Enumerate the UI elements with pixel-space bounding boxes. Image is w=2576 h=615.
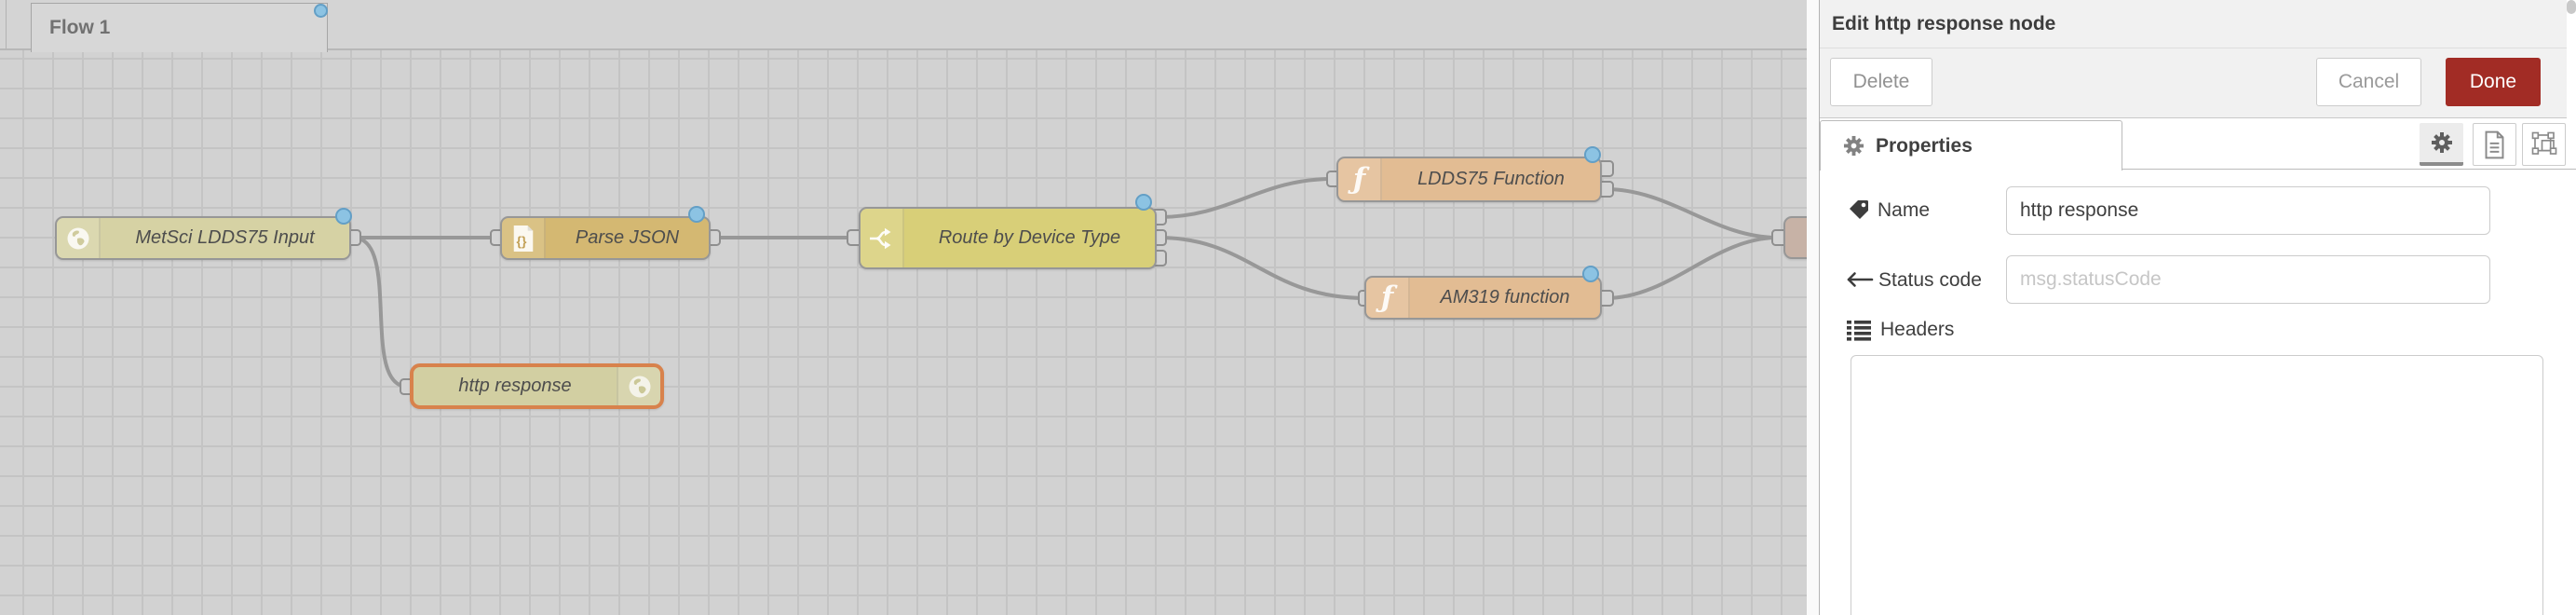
appearance-tool-button[interactable] (2522, 123, 2566, 166)
delete-button[interactable]: Delete (1830, 58, 1932, 106)
node-label: http response (458, 376, 572, 396)
node-changed-indicator (1584, 146, 1601, 163)
name-field-label: Name (1878, 199, 1931, 221)
node-changed-indicator (1582, 266, 1599, 282)
flow-canvas[interactable]: MetSci LDDS75 Input {} Parse JSON (0, 0, 1807, 615)
status-code-field-label: Status code (1878, 269, 1982, 291)
properties-tool-button[interactable] (2420, 123, 2463, 166)
doc-icon (2485, 130, 2504, 158)
json-file-icon: {} (502, 218, 546, 258)
workspace-tab-bar: Flow 1 (0, 0, 1807, 52)
node-parse-json[interactable]: {} Parse JSON (500, 216, 711, 260)
wire[interactable] (1604, 236, 1780, 300)
cancel-button[interactable]: Cancel (2316, 58, 2421, 106)
tab-changed-indicator (314, 4, 328, 18)
node-partial-offscreen[interactable] (1783, 216, 1807, 259)
canvas-scrollbar-track[interactable] (1807, 0, 1819, 615)
panel-scrollbar-thumb[interactable] (2567, 0, 2576, 14)
tag-icon (1850, 200, 1868, 219)
wire[interactable] (1157, 236, 1368, 300)
headers-field-label: Headers (1880, 319, 1955, 340)
tray-header: Edit http response node (1820, 0, 2567, 48)
gear-icon (1843, 135, 1864, 157)
status-code-input[interactable] (2006, 255, 2490, 304)
list-icon (1847, 321, 1871, 341)
group-icon (2531, 131, 2556, 155)
function-icon: ƒ (1338, 158, 1382, 200)
edit-tray: Edit http response node Delete Cancel Do… (1819, 0, 2576, 615)
node-changed-indicator (335, 208, 352, 225)
properties-tab-label: Properties (1876, 134, 1973, 157)
gear-icon (2431, 132, 2452, 153)
node-ldds75-function[interactable]: ƒ LDDS75 Function (1336, 157, 1602, 202)
wire[interactable] (1157, 177, 1335, 219)
name-input[interactable] (2006, 186, 2490, 235)
headers-list-container (1851, 355, 2543, 615)
flow-tab-label: Flow 1 (49, 17, 111, 38)
node-changed-indicator (688, 206, 705, 223)
node-label: Parse JSON (575, 227, 680, 248)
node-label: AM319 function (1440, 287, 1570, 308)
globe-icon (57, 218, 101, 258)
wire[interactable] (351, 236, 410, 389)
node-route-switch[interactable]: Route by Device Type (859, 207, 1157, 269)
node-http-response[interactable]: http response (410, 363, 664, 409)
node-label: Route by Device Type (938, 227, 1121, 248)
node-label: LDDS75 Function (1417, 169, 1565, 189)
node-label: MetSci LDDS75 Input (135, 227, 315, 248)
tab-bar-left-edge (6, 0, 7, 48)
svg-text:{}: {} (516, 233, 526, 248)
globe-icon (617, 367, 660, 405)
arrow-left-icon (1847, 272, 1874, 287)
node-metsci-input[interactable]: MetSci LDDS75 Input (55, 216, 351, 260)
wire-layer (351, 177, 1780, 389)
node-am319-function[interactable]: ƒ AM319 function (1364, 276, 1602, 320)
node-changed-indicator (1135, 194, 1152, 211)
tray-title: Edit http response node (1832, 12, 2056, 34)
function-icon: ƒ (1366, 278, 1410, 318)
description-tool-button[interactable] (2473, 123, 2516, 166)
done-button[interactable]: Done (2446, 58, 2541, 106)
switch-icon (861, 209, 904, 267)
tab-flow-1[interactable]: Flow 1 (31, 3, 328, 52)
wire[interactable] (1604, 187, 1780, 239)
canvas-grid[interactable] (0, 50, 1807, 615)
tab-properties[interactable]: Properties (1820, 120, 2122, 171)
tray-toolbar: Delete Cancel Done (1820, 48, 2567, 118)
